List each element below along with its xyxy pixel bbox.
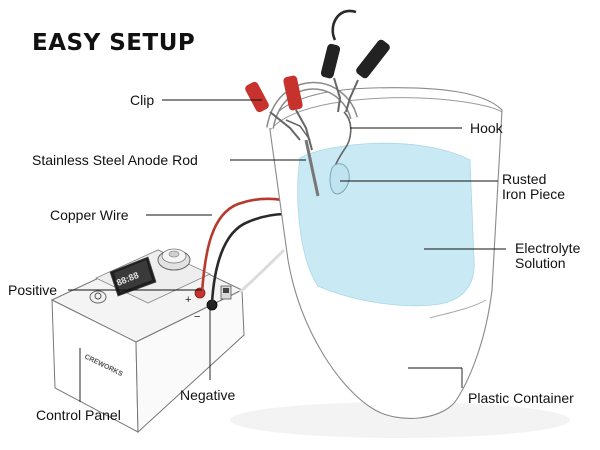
electrolyte-solution — [297, 142, 475, 307]
label-copper-wire: Copper Wire — [50, 207, 129, 223]
label-negative: Negative — [180, 387, 236, 403]
label-plastic-container: Plastic Container — [468, 390, 574, 406]
minus-sign: − — [194, 311, 200, 323]
label-rusted-iron-line1: Rusted — [502, 171, 547, 187]
red-wire — [200, 197, 283, 294]
label-electrolyte-line2: Solution — [515, 255, 566, 271]
label-clip: Clip — [130, 92, 155, 108]
leader-lines — [68, 99, 506, 402]
plus-sign: + — [185, 294, 191, 306]
label-rusted-iron-line2: Iron Piece — [502, 186, 566, 202]
floor-shadow — [230, 402, 570, 438]
label-hook: Hook — [470, 120, 503, 136]
page-title: EASY SETUP — [32, 30, 196, 56]
power-button — [89, 290, 107, 304]
label-anode-rod: Stainless Steel Anode Rod — [32, 152, 198, 168]
label-positive: Positive — [8, 282, 58, 298]
anode-rod — [304, 139, 320, 197]
black-clip-right — [345, 39, 390, 113]
label-electrolyte: Electrolyte Solution — [515, 241, 580, 271]
label-control-panel: Control Panel — [36, 407, 121, 423]
black-wire-upper — [331, 9, 357, 41]
binding-posts — [194, 287, 218, 311]
power-cord — [238, 248, 286, 294]
red-clip-right — [283, 75, 313, 151]
red-clip-left — [245, 81, 301, 141]
label-rusted-iron: Rusted Iron Piece — [502, 172, 565, 202]
rusted-iron-piece — [329, 163, 350, 195]
black-wire — [210, 212, 287, 304]
black-clip-left — [320, 43, 342, 113]
label-electrolyte-line1: Electrolyte — [515, 240, 581, 256]
